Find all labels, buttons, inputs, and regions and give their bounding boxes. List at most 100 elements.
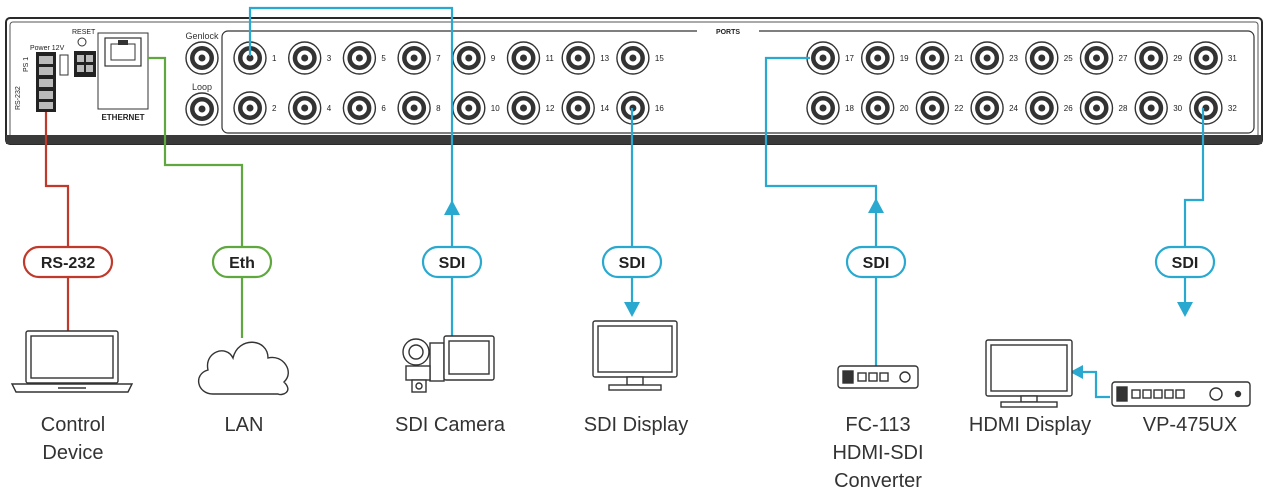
port-number-32: 32	[1228, 104, 1237, 113]
genlock-connector	[185, 41, 219, 75]
bnc-port-22	[915, 91, 950, 125]
scaler-icon	[1111, 381, 1251, 407]
port-number-30: 30	[1173, 104, 1182, 113]
port-number-24: 24	[1009, 104, 1018, 113]
port-number-17: 17	[845, 54, 854, 63]
bnc-port-25	[1025, 41, 1059, 75]
sdi-converter-pill-label: SDI	[863, 255, 890, 272]
ports-title: PORTS	[716, 29, 740, 36]
port-number-29: 29	[1173, 54, 1182, 63]
port-number-21: 21	[954, 54, 963, 63]
hdmi-line	[1078, 370, 1110, 399]
ethernet-block: RESET ETHERNET	[72, 29, 149, 122]
bnc-port-21	[915, 41, 950, 75]
bnc-port-6	[342, 91, 377, 125]
port-number-8: 8	[436, 104, 441, 113]
genlock-label: Genlock	[185, 31, 219, 41]
eth-pill: Eth	[211, 245, 273, 279]
arrow-display	[624, 302, 640, 317]
caption-vp475ux: VP-475UX	[1143, 414, 1238, 436]
bnc-port-5	[342, 41, 377, 75]
bnc-port-20	[861, 91, 895, 125]
bnc-port-4	[288, 91, 322, 125]
port-number-13: 13	[600, 54, 609, 63]
sdi-scaler-pill: SDI	[1154, 245, 1216, 279]
port-number-16: 16	[655, 104, 664, 113]
bnc-port-17	[806, 41, 840, 75]
camera-icon	[402, 335, 495, 393]
port-number-25: 25	[1064, 54, 1073, 63]
port-number-28: 28	[1119, 104, 1128, 113]
bnc-port-27	[1079, 41, 1114, 75]
bnc-port-3	[288, 41, 322, 75]
port-number-15: 15	[655, 54, 664, 63]
bnc-port-11	[506, 41, 541, 75]
port-number-1: 1	[272, 54, 277, 63]
port-number-18: 18	[845, 104, 854, 113]
bnc-port-10	[452, 91, 486, 125]
bnc-port-14	[561, 91, 595, 125]
arrow-converter	[868, 198, 884, 213]
port-number-12: 12	[546, 104, 555, 113]
bnc-port-19	[861, 41, 895, 75]
port-number-6: 6	[381, 104, 386, 113]
bnc-port-23	[970, 41, 1004, 75]
bnc-port-26	[1025, 91, 1059, 125]
caption-lan: LAN	[225, 414, 264, 436]
port-number-4: 4	[327, 104, 332, 113]
port-number-23: 23	[1009, 54, 1018, 63]
bnc-port-24	[970, 91, 1004, 125]
port-number-7: 7	[436, 54, 441, 63]
bnc-port-2	[233, 91, 267, 125]
signal-pills: RS-232 Eth SDI SDI SDI SDI	[22, 245, 1216, 279]
bnc-port-29	[1134, 41, 1168, 75]
port-number-19: 19	[900, 54, 909, 63]
caption-sdi-display: SDI Display	[584, 414, 688, 436]
bnc-port-18	[806, 91, 840, 125]
laptop-icon	[10, 330, 134, 393]
sdi-camera-pill: SDI	[421, 245, 483, 279]
loop-label: Loop	[192, 82, 212, 92]
device-captions: Control Device LAN SDI Camera SDI Displa…	[41, 414, 1237, 492]
rs232-panel-label: RS-232	[15, 86, 22, 110]
caption-fc113-2: HDMI-SDI	[832, 442, 923, 464]
reset-label: RESET	[72, 29, 96, 36]
eth-line	[148, 56, 244, 338]
sdi-display-pill-label: SDI	[619, 255, 646, 272]
power-label: Power 12V	[30, 45, 65, 52]
bnc-port-15	[616, 41, 650, 75]
sdi-camera-line	[248, 6, 454, 340]
port-number-11: 11	[546, 54, 555, 63]
port-number-5: 5	[381, 54, 386, 63]
bnc-port-9	[452, 41, 486, 75]
bnc-port-1	[233, 41, 267, 75]
port-number-10: 10	[491, 104, 500, 113]
converter-icon	[837, 365, 919, 389]
rs232-pill-label: RS-232	[41, 255, 95, 272]
ps1-label: PS 1	[23, 57, 30, 72]
port-number-31: 31	[1228, 54, 1237, 63]
caption-fc113-3: Converter	[834, 470, 922, 492]
rs232-pill: RS-232	[22, 245, 114, 279]
caption-sdi-camera: SDI Camera	[395, 414, 506, 436]
hdmi-display-icon	[985, 339, 1073, 408]
arrow-scaler	[1177, 302, 1193, 317]
port-number-22: 22	[954, 104, 963, 113]
sdi-display-pill: SDI	[601, 245, 663, 279]
genlock-block: Genlock Loop	[185, 31, 219, 126]
sdi-camera-pill-label: SDI	[439, 255, 466, 272]
monitor-icon	[592, 320, 678, 391]
bnc-port-12	[506, 91, 541, 125]
bnc-port-30	[1134, 91, 1168, 125]
arrows	[444, 198, 1193, 379]
loop-connector	[185, 92, 219, 126]
port-number-26: 26	[1064, 104, 1073, 113]
bnc-port-31	[1189, 41, 1223, 75]
sdi-converter-pill: SDI	[845, 245, 907, 279]
sdi-scaler-pill-label: SDI	[1172, 255, 1199, 272]
caption-control-device-1: Control	[41, 414, 105, 436]
port-number-27: 27	[1119, 54, 1128, 63]
port-number-20: 20	[900, 104, 909, 113]
